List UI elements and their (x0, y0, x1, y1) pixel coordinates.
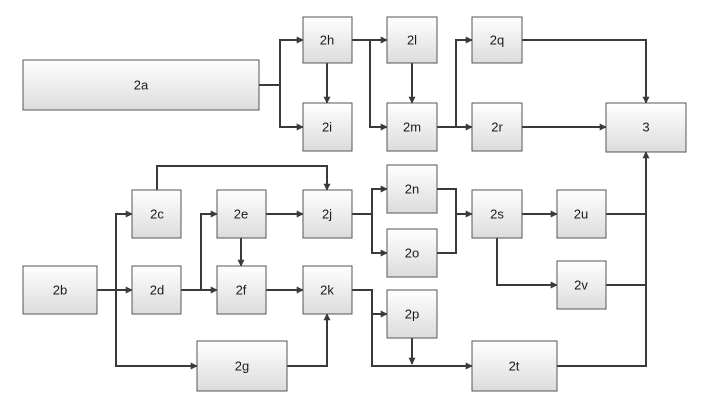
node-2j-label: 2j (322, 207, 332, 222)
edge-2b-2c (115, 210, 133, 290)
node-2c-label: 2c (150, 207, 164, 222)
edge-2d-2e (200, 210, 218, 290)
nodes: 2a 2h 2i 2l 2m 2q 2r 3 2b 2c 2d 2e 2f 2g… (22, 16, 687, 392)
node-2s-label: 2s (490, 207, 504, 222)
node-2d-label: 2d (150, 283, 164, 298)
edge-2t-3 (557, 151, 650, 367)
node-2r-label: 2r (491, 120, 503, 135)
edge-2n-2s (437, 188, 473, 218)
node-2h-label: 2h (320, 33, 334, 48)
node-2n: 2n (386, 164, 438, 214)
node-2p: 2p (386, 289, 438, 339)
node-3: 3 (605, 102, 687, 153)
node-2m-label: 2m (403, 120, 421, 135)
node-2e-label: 2e (234, 207, 248, 222)
node-2a: 2a (22, 59, 260, 111)
edge-2s-2v (496, 238, 558, 289)
node-2b: 2b (22, 265, 98, 315)
node-2j: 2j (302, 189, 353, 239)
node-2f-label: 2f (236, 283, 247, 298)
edge-2a-2h (259, 36, 304, 86)
node-2k-label: 2k (320, 283, 334, 298)
edge-2c-2j (156, 165, 331, 191)
edge-2m-2q (455, 36, 473, 127)
node-2f: 2f (216, 265, 267, 315)
node-2b-label: 2b (53, 283, 67, 298)
node-2a-label: 2a (134, 78, 149, 93)
edges (97, 36, 650, 370)
node-2m: 2m (386, 102, 438, 152)
node-2n-label: 2n (405, 182, 419, 197)
edge-2g-2k (287, 313, 331, 367)
node-2o-label: 2o (405, 246, 419, 261)
edge-2a-2i (279, 85, 304, 131)
node-2g-label: 2g (235, 359, 249, 374)
node-2q: 2q (471, 16, 523, 64)
node-2o: 2o (386, 228, 438, 278)
edge-2b-2g (115, 290, 198, 370)
node-2t-label: 2t (509, 359, 520, 374)
edge-2j-2o (371, 214, 388, 257)
node-2i-label: 2i (322, 120, 332, 135)
node-2q-label: 2q (490, 33, 504, 48)
node-2p-label: 2p (405, 307, 419, 322)
edge-2k-2p (352, 289, 388, 318)
node-2v-label: 2v (574, 278, 588, 293)
node-2l: 2l (386, 16, 438, 64)
node-2l-label: 2l (407, 33, 417, 48)
node-2u: 2u (556, 189, 607, 239)
node-2i: 2i (302, 102, 353, 152)
node-3-label: 3 (642, 120, 649, 135)
node-2r: 2r (471, 102, 523, 152)
edge-2k-2t (371, 314, 473, 370)
node-2e: 2e (216, 189, 267, 239)
node-2u-label: 2u (574, 207, 588, 222)
edge-2h-2m (369, 40, 388, 131)
node-2k: 2k (302, 265, 353, 315)
edge-2o-2s (437, 214, 457, 254)
node-2c: 2c (131, 189, 182, 239)
node-2v: 2v (556, 260, 607, 310)
node-2g: 2g (196, 340, 288, 392)
edge-2q-3 (522, 39, 650, 104)
node-2h: 2h (302, 16, 353, 64)
edge-2j-2n (352, 185, 388, 215)
node-2d: 2d (131, 265, 182, 315)
node-2t: 2t (471, 340, 558, 392)
node-2s: 2s (471, 189, 523, 239)
